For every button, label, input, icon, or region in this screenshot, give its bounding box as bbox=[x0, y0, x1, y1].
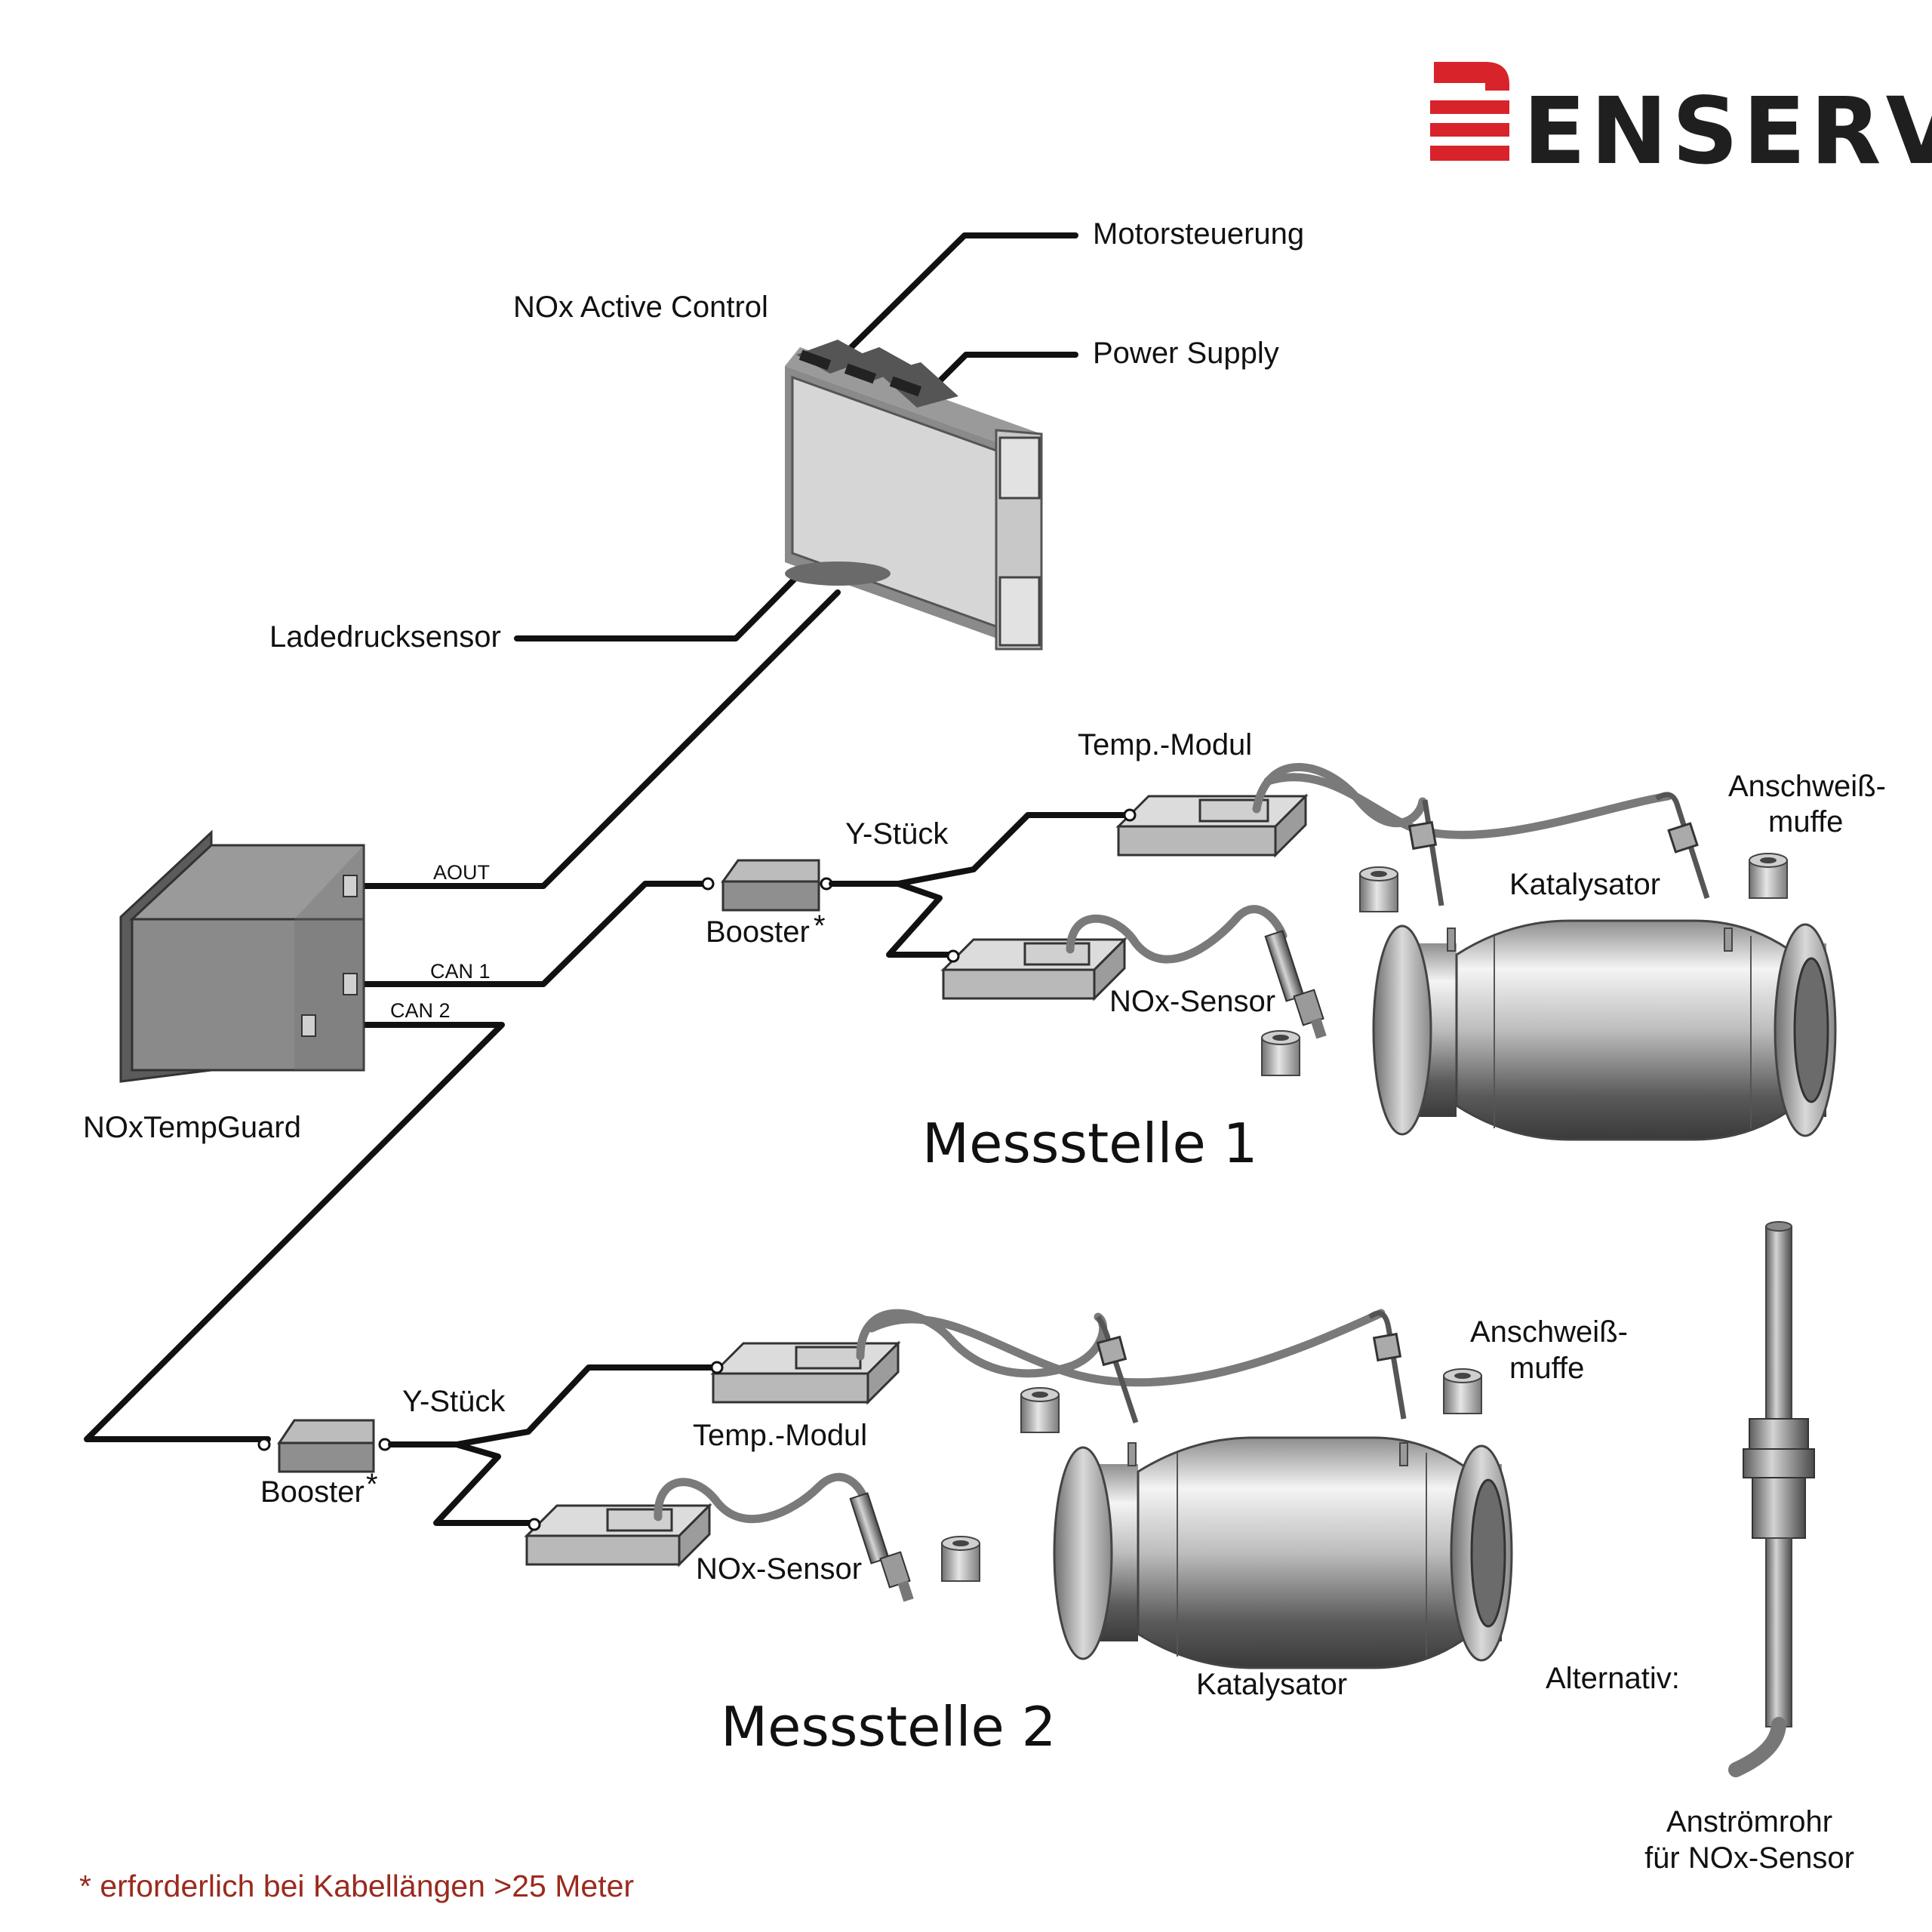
wire-y-nox-1 bbox=[886, 881, 958, 958]
label-temp-modul-1: Temp.-Modul bbox=[1078, 728, 1252, 761]
logo-mark bbox=[1430, 62, 1509, 161]
logo-wordmark: ENSERV bbox=[1523, 78, 1932, 185]
label-booster-2: Booster bbox=[260, 1475, 365, 1509]
label-anschweiss-1a: Anschweiß- bbox=[1728, 770, 1886, 803]
noxtempguard-device bbox=[119, 829, 365, 1083]
cable-temp-2b bbox=[867, 1309, 1386, 1387]
wire-power-supply bbox=[933, 352, 1078, 388]
label-nox-sensor-2: NOx-Sensor bbox=[696, 1552, 862, 1586]
label-anschweiss-1b: muffe bbox=[1768, 805, 1843, 838]
temp-modul-2 bbox=[710, 1340, 901, 1405]
temp-probe-2b bbox=[1367, 1310, 1407, 1420]
label-anschweiss-2b: muffe bbox=[1509, 1352, 1584, 1385]
wire-motorsteuerung bbox=[842, 232, 1078, 356]
label-nox-sensor-1: NOx-Sensor bbox=[1109, 985, 1275, 1018]
temp-probe-1a bbox=[1407, 799, 1444, 906]
label-booster-star-1: * bbox=[814, 909, 826, 943]
label-booster-star-2: * bbox=[366, 1468, 378, 1501]
nox-sensor-2 bbox=[849, 1492, 914, 1602]
temp-modul-1 bbox=[1115, 793, 1309, 858]
cable-nox-2 bbox=[654, 1472, 869, 1524]
anschweissmuffe-2c bbox=[941, 1536, 980, 1582]
label-ladedrucksensor: Ladedrucksensor bbox=[269, 620, 501, 654]
nox-modul-1 bbox=[940, 937, 1128, 1001]
label-can1: CAN 1 bbox=[430, 960, 491, 983]
anstroemrohr bbox=[1728, 1221, 1815, 1777]
wire-y-temp-1 bbox=[829, 812, 1131, 887]
wire-can2 bbox=[84, 1022, 505, 1442]
messstelle-2: Temp.-Modul Y-Stück Booster * NOx-Sensor… bbox=[257, 1309, 1628, 1758]
label-alternativ: Alternativ: bbox=[1546, 1662, 1680, 1695]
temp-probe-1b bbox=[1655, 792, 1710, 900]
label-anstroemrohr-1: Anströmrohr bbox=[1666, 1805, 1832, 1838]
nox-modul-2 bbox=[524, 1503, 712, 1567]
label-aout: AOUT bbox=[433, 861, 490, 884]
label-anschweiss-2a: Anschweiß- bbox=[1470, 1315, 1628, 1349]
messstelle-1: Temp.-Modul Y-Stück Booster * NOx-Sensor… bbox=[701, 728, 1886, 1175]
wire-y-temp-2 bbox=[388, 1364, 718, 1447]
booster-1 bbox=[701, 859, 833, 912]
booster-2 bbox=[257, 1419, 392, 1473]
wire-can1 bbox=[352, 881, 709, 987]
title-messstelle-2: Messstelle 2 bbox=[721, 1695, 1056, 1758]
anschweissmuffe-2a bbox=[1020, 1387, 1060, 1433]
label-katalysator-2: Katalysator bbox=[1196, 1668, 1347, 1701]
nox-sensor-1 bbox=[1264, 930, 1327, 1039]
label-noxtempguard: NOxTempGuard bbox=[83, 1111, 301, 1144]
wire-aout bbox=[352, 589, 841, 889]
wire-ladedrucksensor bbox=[514, 571, 803, 641]
label-can2: CAN 2 bbox=[390, 999, 451, 1022]
cable-temp-1b bbox=[1263, 773, 1672, 839]
anschweissmuffe-1c bbox=[1261, 1030, 1300, 1076]
label-nox-active-control: NOx Active Control bbox=[513, 291, 768, 324]
label-temp-modul-2: Temp.-Modul bbox=[693, 1419, 867, 1452]
label-power-supply: Power Supply bbox=[1093, 337, 1279, 370]
label-y-stueck-2: Y-Stück bbox=[402, 1385, 506, 1418]
label-y-stueck-1: Y-Stück bbox=[845, 817, 949, 851]
anschweissmuffe-2b bbox=[1443, 1368, 1482, 1414]
label-anstroemrohr-2: für NOx-Sensor bbox=[1644, 1841, 1854, 1875]
nox-active-control-device bbox=[785, 340, 1043, 651]
footnote: * erforderlich bei Kabellängen >25 Meter bbox=[79, 1869, 634, 1903]
cable-temp-2a bbox=[856, 1309, 1108, 1378]
label-motorsteuerung: Motorsteuerung bbox=[1093, 217, 1304, 251]
label-booster-1: Booster bbox=[706, 915, 810, 949]
katalysator-1 bbox=[1372, 919, 1837, 1141]
katalysator-2 bbox=[1053, 1436, 1513, 1669]
label-katalysator-1: Katalysator bbox=[1509, 868, 1660, 901]
cable-nox-1 bbox=[1066, 905, 1287, 964]
temp-probe-2a bbox=[1096, 1315, 1139, 1424]
anschweissmuffe-1a bbox=[1359, 866, 1398, 912]
wire-y-nox-2 bbox=[433, 1441, 533, 1526]
enserv-logo: ENSERV bbox=[1430, 62, 1932, 185]
anschweissmuffe-1b bbox=[1749, 853, 1788, 899]
title-messstelle-1: Messstelle 1 bbox=[922, 1112, 1257, 1175]
